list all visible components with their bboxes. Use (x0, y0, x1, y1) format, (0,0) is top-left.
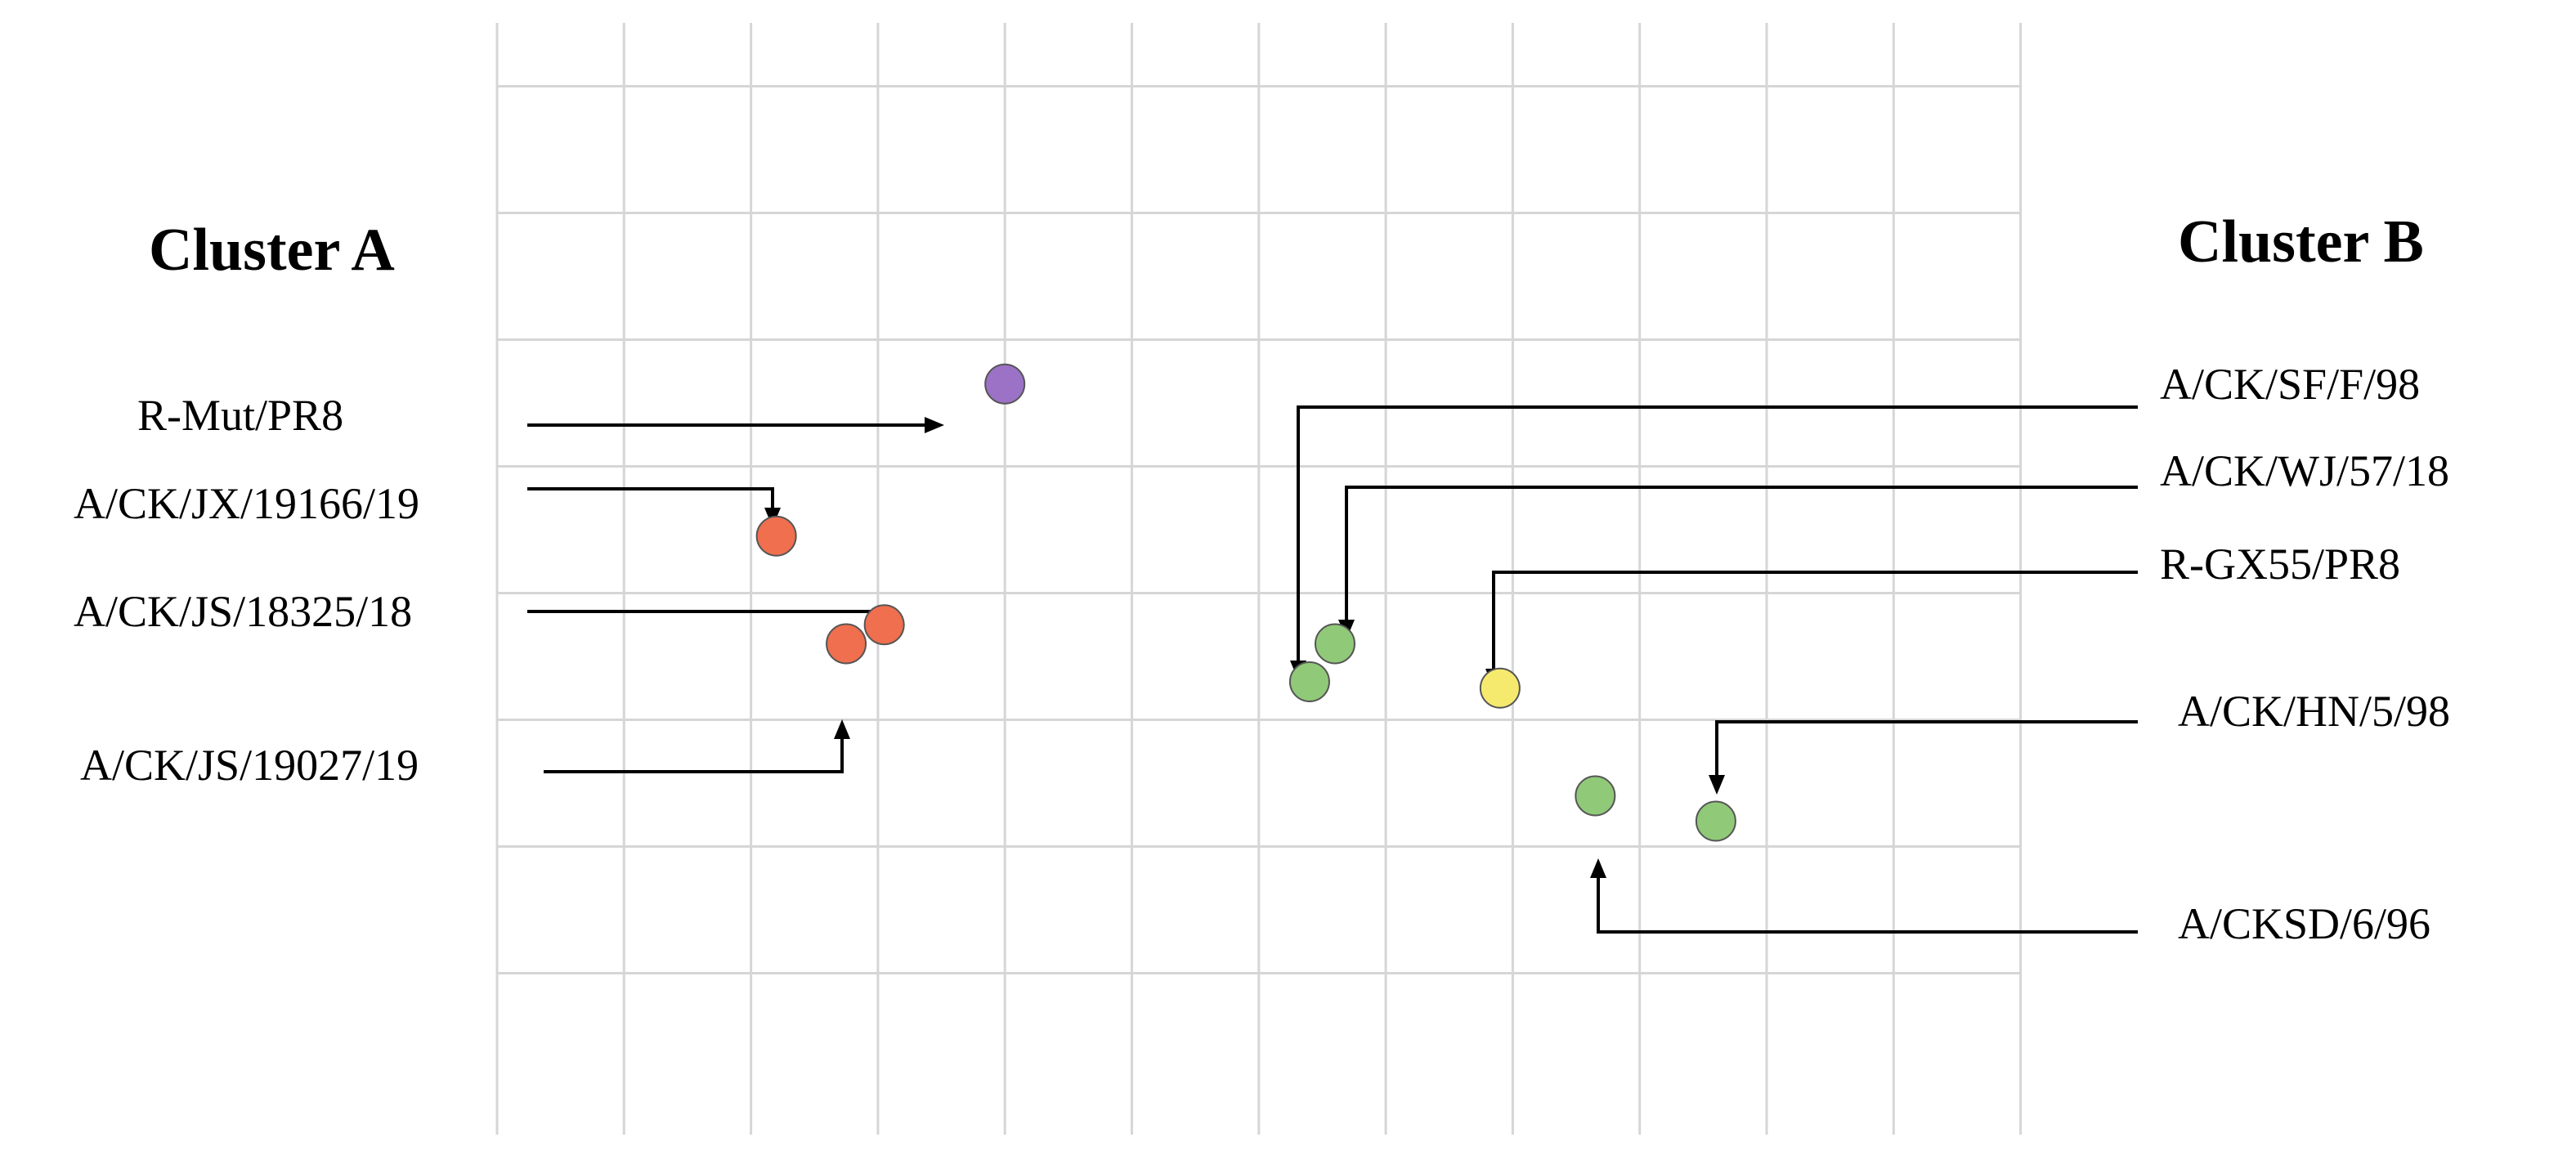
data-point (1575, 775, 1616, 817)
connector-line (1715, 720, 2138, 778)
arrowhead (1590, 858, 1606, 878)
connectors (527, 405, 2138, 934)
connector-line (1345, 486, 2138, 623)
data-point (984, 363, 1026, 405)
data-point (826, 623, 867, 665)
strain-label: R-GX55/PR8 (2160, 540, 2400, 589)
strain-label: A/CK/HN/5/98 (2178, 687, 2450, 736)
arrowhead (925, 417, 944, 433)
data-point (1314, 623, 1355, 665)
connector-line (544, 736, 844, 773)
connector-line (527, 610, 889, 621)
data-point (755, 515, 797, 557)
cluster-labels: Cluster A Cluster B (149, 208, 2424, 284)
data-point (1479, 667, 1521, 709)
strain-label: A/CK/JS/18325/18 (74, 587, 412, 636)
arrowhead (1709, 775, 1725, 795)
connector-line (1492, 571, 2138, 672)
cluster-label: Cluster B (2178, 208, 2424, 275)
data-point (1288, 661, 1330, 702)
data-points (755, 363, 1736, 842)
connector-line (527, 487, 774, 511)
strain-label: A/CK/SF/F/98 (2160, 360, 2420, 409)
strain-label: A/CK/JS/19027/19 (80, 741, 419, 790)
strain-label: A/CK/JX/19166/19 (74, 479, 419, 528)
data-point (1695, 800, 1736, 842)
grid (495, 23, 2023, 1135)
arrowhead (834, 719, 850, 739)
cluster-label: Cluster A (149, 217, 395, 284)
connector-line (1597, 875, 2138, 934)
strain-label: A/CK/WJ/57/18 (2160, 446, 2449, 495)
strain-labels: R-Mut/PR8A/CK/JX/19166/19A/CK/JS/18325/1… (74, 360, 2450, 948)
strain-label: A/CKSD/6/96 (2178, 899, 2430, 948)
data-point (863, 604, 905, 646)
connector-line (1297, 405, 2138, 664)
strain-label: R-Mut/PR8 (137, 391, 343, 440)
